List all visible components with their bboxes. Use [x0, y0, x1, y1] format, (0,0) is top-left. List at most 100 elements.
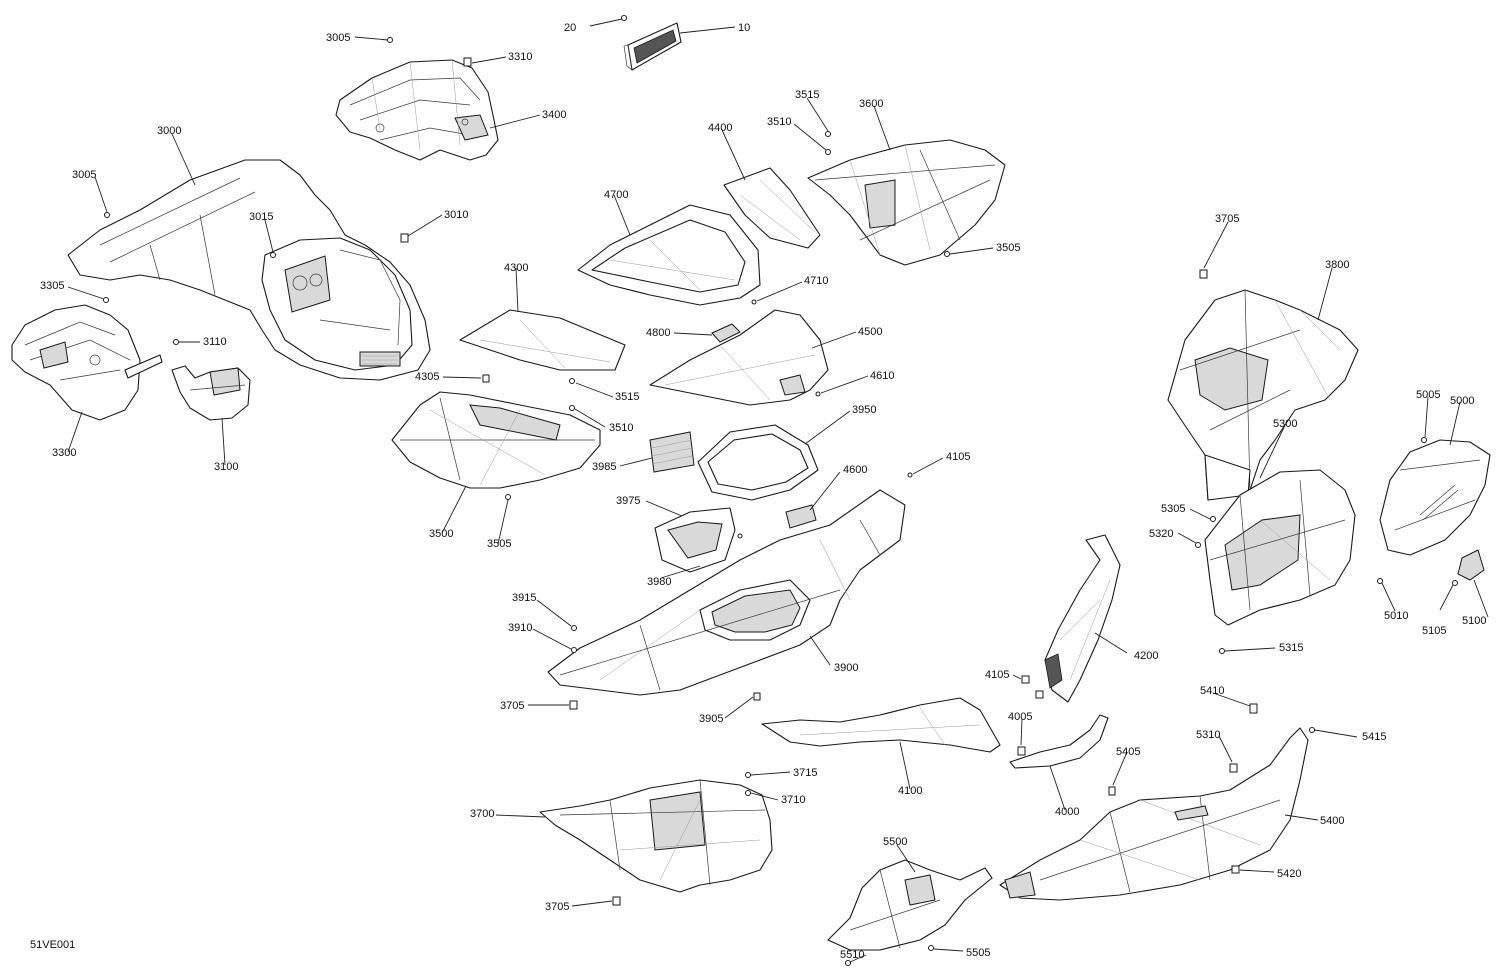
- callout-label: 5315: [1279, 642, 1303, 654]
- callout-label: 4105: [985, 669, 1009, 681]
- callout-label: 4300: [504, 262, 528, 274]
- callout-label: 3800: [1325, 259, 1349, 271]
- clip-4105-c: [1035, 690, 1044, 699]
- callout-label: 3500: [429, 528, 453, 540]
- callout-label: 5510: [840, 949, 864, 961]
- callout-label: 5310: [1196, 729, 1220, 741]
- part-4100-lower-trim: [761, 697, 1001, 753]
- part-illustrations: [11, 15, 1491, 966]
- callout-label: 4710: [804, 275, 828, 287]
- leader-lines: [67, 18, 1489, 963]
- callout-label: 3310: [508, 51, 532, 63]
- clip-5420: [1231, 865, 1240, 874]
- callout-label: 3510: [609, 422, 633, 434]
- callout-label: 3505: [996, 242, 1020, 254]
- callout-label: 4610: [870, 370, 894, 382]
- part-4500-panel: [649, 309, 829, 406]
- callout-label: 4700: [604, 189, 628, 201]
- callout-label: 3505: [487, 538, 511, 550]
- washer-3510-b: [569, 405, 575, 411]
- part-10-display: [623, 22, 682, 71]
- clip-3705-b: [1199, 269, 1208, 279]
- callout-label: 4105: [946, 451, 970, 463]
- figure-code: 51VE001: [30, 939, 75, 951]
- screw-3515-b: [569, 378, 575, 384]
- part-5500-lower-bracket: [827, 859, 993, 951]
- part-5400-floor-panel: [999, 727, 1309, 901]
- part-5300-side-housing: [1204, 469, 1356, 626]
- callout-label: 3705: [545, 901, 569, 913]
- nut-5010: [1377, 578, 1383, 584]
- screw-5320: [1195, 542, 1201, 548]
- part-4000-handle: [1009, 714, 1109, 769]
- callout-label: 3100: [214, 461, 238, 473]
- callout-label: 5320: [1149, 528, 1173, 540]
- callout-label: 3900: [834, 662, 858, 674]
- callout-label: 20: [564, 22, 576, 34]
- clip-3010: [400, 233, 409, 243]
- part-5100-latch: [1457, 549, 1485, 581]
- screw-5415: [1309, 727, 1315, 733]
- clip-4005: [1017, 746, 1026, 756]
- part-3100-bracket: [171, 365, 251, 421]
- part-4700-lid: [577, 204, 761, 306]
- clip-3310: [463, 57, 472, 67]
- screw-3515-a: [825, 131, 831, 137]
- part-3800-side-panel: [1167, 289, 1359, 501]
- screw-3505-b: [505, 494, 511, 500]
- part-3985-block: [649, 431, 695, 473]
- callout-label: 5100: [1462, 615, 1486, 627]
- screw-3305: [103, 297, 109, 303]
- part-4300-flat-panel: [459, 309, 626, 371]
- callout-label: 5500: [883, 836, 907, 848]
- callout-labels: 20 10 3005 3310 3400 3000 3005 3015 3010…: [40, 22, 1486, 961]
- clip-3980: [737, 533, 743, 539]
- callout-label: 10: [738, 22, 750, 34]
- part-3500-dash-panel: [391, 391, 601, 489]
- callout-label: 3975: [616, 495, 640, 507]
- callout-label: 4200: [1134, 650, 1158, 662]
- callout-label: 3005: [326, 32, 350, 44]
- callout-label: 3915: [512, 592, 536, 604]
- screw-3015: [270, 252, 276, 258]
- part-3300-side-bracket: [11, 304, 163, 421]
- washer-3910: [571, 647, 577, 653]
- callout-label: 5300: [1273, 418, 1297, 430]
- callout-label: 4600: [843, 464, 867, 476]
- callout-label: 3985: [592, 461, 616, 473]
- clip-5405: [1108, 786, 1116, 796]
- callout-label: 5010: [1384, 610, 1408, 622]
- screw-5105: [1452, 580, 1458, 586]
- clip-4105-a: [907, 472, 913, 478]
- screw-20: [621, 15, 627, 21]
- callout-label: 4305: [415, 371, 439, 383]
- callout-label: 3905: [699, 713, 723, 725]
- callout-label: 5105: [1422, 625, 1446, 637]
- callout-label: 5400: [1320, 815, 1344, 827]
- callout-label: 3300: [52, 447, 76, 459]
- callout-label: 3715: [793, 767, 817, 779]
- callout-label: 4005: [1008, 711, 1032, 723]
- screw-3110: [173, 339, 179, 345]
- callout-label: 5505: [966, 947, 990, 959]
- clip-4105-b: [1021, 675, 1030, 684]
- clip-5410: [1249, 703, 1258, 714]
- callout-label: 3010: [444, 209, 468, 221]
- part-3400-dash-housing: [335, 59, 499, 161]
- callout-label: 3515: [615, 391, 639, 403]
- screw-5510: [845, 960, 851, 966]
- fasteners: [103, 15, 1458, 966]
- part-3900-lower-dash: [547, 489, 906, 696]
- part-3975-tray: [654, 507, 736, 573]
- clip-3705-a: [569, 700, 578, 710]
- callout-label: 3000: [157, 125, 181, 137]
- callout-label: 4000: [1055, 806, 1079, 818]
- part-3950-gasket: [697, 424, 819, 501]
- clip-4610: [815, 391, 821, 397]
- callout-label: 5305: [1161, 503, 1185, 515]
- callout-label: 3005: [72, 169, 96, 181]
- part-4600-insert: [785, 504, 817, 529]
- callout-label: 4800: [646, 327, 670, 339]
- callout-label: 3110: [203, 336, 227, 348]
